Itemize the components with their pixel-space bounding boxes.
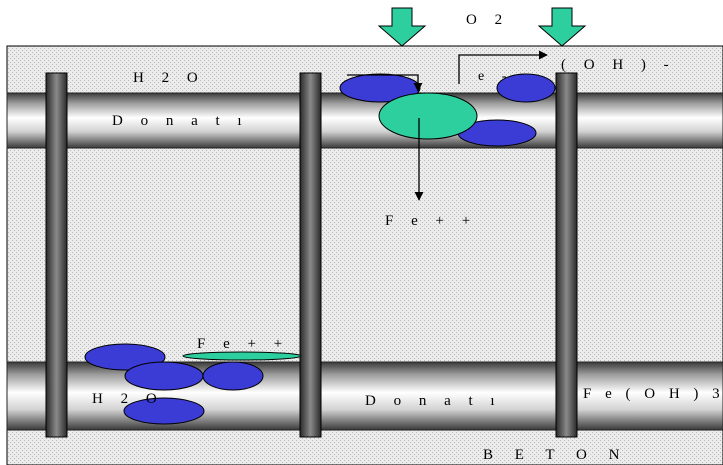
electron-flow-arrow [458, 50, 548, 84]
oxygen-arrow-left [377, 7, 427, 47]
rust-blob [496, 73, 556, 103]
rebar-label-bottom: D o n a t ı [365, 393, 502, 409]
rust-blob [123, 397, 205, 425]
electron-label: e - [478, 69, 513, 84]
ferric-hydroxide-label: F e ( O H ) 3 [583, 386, 723, 402]
water-label-top: H 2 O [133, 70, 205, 86]
oxygen-flow-arrow [347, 74, 423, 92]
stirrup-right [555, 72, 578, 438]
stirrup-middle [299, 72, 322, 438]
anode-zone [378, 92, 478, 140]
oxygen-label: O 2 [466, 12, 509, 28]
anode-zone-thin [182, 351, 302, 361]
rust-blob [124, 361, 204, 391]
water-label-bottom: H 2 O [92, 391, 164, 407]
rebar-label-top: D o n a t ı [112, 113, 249, 129]
stirrup-left [45, 72, 68, 438]
hydroxide-label: ( O H ) - [561, 57, 676, 73]
iron-ion-label-center: F e + + [385, 213, 477, 229]
iron-ion-label-bottom: F e + + [197, 336, 289, 352]
concrete-label: B E T O N [483, 447, 628, 463]
rust-blob [202, 361, 264, 391]
oxygen-arrow-right [537, 7, 587, 47]
top-rebar [6, 92, 723, 149]
